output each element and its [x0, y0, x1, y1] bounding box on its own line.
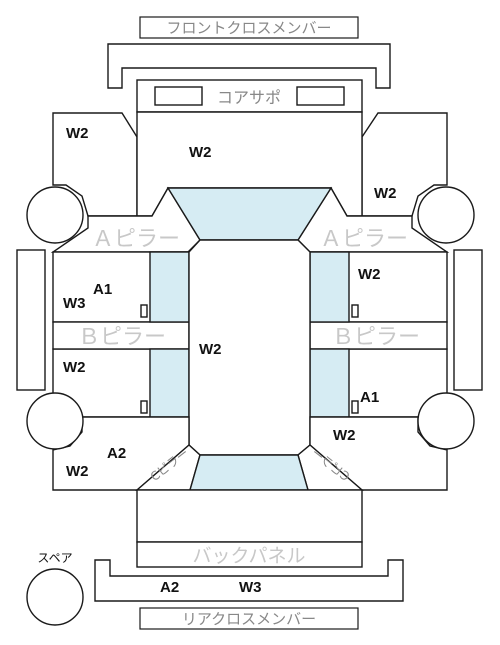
left-side-skirt	[16, 249, 46, 391]
mark-front-left-door-a: A1	[93, 281, 112, 298]
rear-cross-member-box	[139, 607, 359, 630]
rear-cross-member-label: リアクロスメンバー	[182, 610, 316, 628]
mark-rear-right-quarter: W2	[333, 427, 356, 444]
rear-left-wheel	[26, 392, 84, 450]
mark-rear-panel-w: W3	[239, 579, 262, 596]
rear-right-door-handle	[351, 400, 359, 414]
front-bumper	[107, 43, 391, 89]
mark-rear-panel-a: A2	[160, 579, 179, 596]
right-rear-window	[309, 348, 350, 418]
rear-right-wheel	[417, 392, 475, 450]
trunk-lid	[136, 489, 363, 543]
mark-rear-right-door-a: A1	[360, 389, 379, 406]
mark-front-right-fender: W2	[374, 185, 397, 202]
mark-rear-left-quarter-w: W2	[66, 463, 89, 480]
mark-front-left-fender: W2	[66, 125, 89, 142]
right-side-skirt	[453, 249, 483, 391]
spare-label: スペア	[37, 551, 72, 565]
rear-bumper	[94, 559, 404, 602]
front-cross-member-label: フロントクロスメンバー	[166, 19, 331, 37]
front-left-wheel	[26, 186, 84, 244]
b-pillar-right-label: Ｂピラー	[332, 324, 420, 349]
right-front-window	[309, 251, 350, 323]
mark-hood: W2	[189, 144, 212, 161]
mark-roof: W2	[199, 341, 222, 358]
b-pillar-left	[52, 321, 190, 350]
front-left-door-handle	[140, 304, 148, 318]
a-pillar-left-label: Ａピラー	[92, 226, 180, 251]
front-right-door-handle	[351, 304, 359, 318]
mark-front-left-door-w: W3	[63, 295, 86, 312]
headlight-left	[154, 86, 203, 106]
b-pillar-left-label: Ｂピラー	[78, 324, 166, 349]
left-rear-window	[149, 348, 190, 418]
mark-rear-left-door: W2	[63, 359, 86, 376]
rear-left-door-handle	[140, 400, 148, 414]
back-panel	[136, 541, 363, 568]
mark-front-right-door: W2	[358, 266, 381, 283]
a-pillar-right-label: Ａピラー	[320, 226, 408, 251]
mark-rear-left-quarter-a: A2	[107, 445, 126, 462]
rear-window	[189, 454, 309, 491]
spare-tire	[26, 568, 84, 626]
core-support-label: コアサポ	[217, 88, 281, 107]
left-front-window	[149, 251, 190, 323]
headlight-right	[296, 86, 345, 106]
front-right-wheel	[417, 186, 475, 244]
front-cross-member-box	[139, 16, 359, 39]
back-panel-label: バックパネル	[192, 545, 305, 567]
b-pillar-right	[309, 321, 448, 350]
